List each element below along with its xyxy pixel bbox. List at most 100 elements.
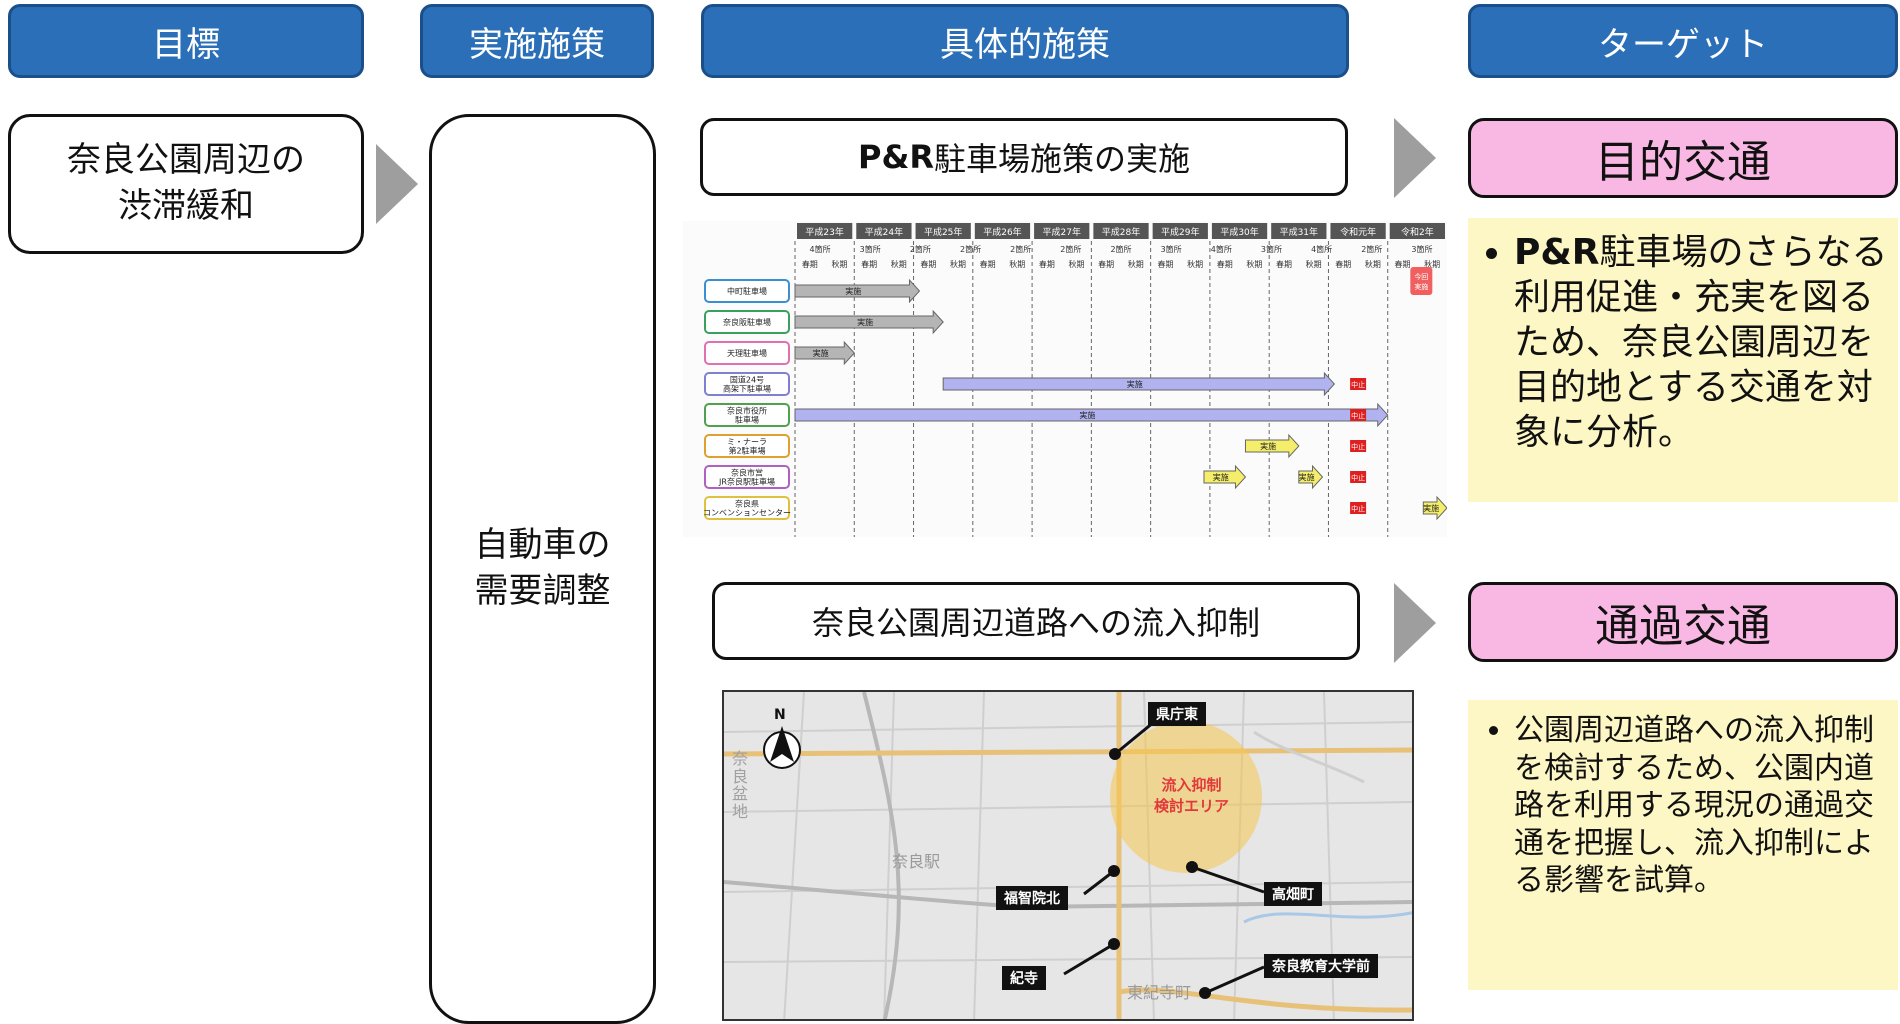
gantt-stop-marker [1350, 502, 1367, 514]
gantt-stop-label: 中止 [1351, 380, 1365, 389]
purpose-note-item: P&R駐車場のさらなる利用促進・充実を図るため、奈良公園周辺を目的地とする交通を… [1514, 230, 1888, 455]
gantt-row-label-box [704, 403, 790, 427]
gantt-impl-label: 実施 [1213, 472, 1229, 482]
gantt-year-label: 平成30年 [1220, 226, 1258, 238]
transit-note-text: 公園周辺道路への流入抑制を検討するため、公園内道路を利用する現況の通過交通を把握… [1514, 713, 1874, 898]
gantt-stop-marker [1350, 378, 1367, 390]
gantt-stop-marker [1350, 409, 1367, 421]
gantt-count-label: 4箇所 [1311, 244, 1332, 254]
gantt-stop-label: 中止 [1351, 473, 1365, 482]
gantt-count-label: 3箇所 [1411, 244, 1432, 254]
gantt-year-label: 平成23年 [805, 226, 843, 238]
gantt-row-label-box [704, 310, 790, 334]
gantt-row-label-box [704, 279, 790, 303]
purpose-note: P&R駐車場のさらなる利用促進・充実を図るため、奈良公園周辺を目的地とする交通を… [1468, 218, 1898, 502]
gantt-season-spring: 春期 [1039, 259, 1055, 269]
gantt-row-label-box [704, 341, 790, 365]
gantt-season-autumn: 秋期 [1009, 259, 1025, 269]
gantt-year-cell [1389, 223, 1445, 239]
target-transit-traffic: 通過交通 [1468, 582, 1898, 662]
gantt-year-label: 令和元年 [1340, 226, 1376, 238]
map-station-label: 奈良駅 [892, 852, 941, 871]
header-measures: 実施施策 [420, 4, 654, 78]
header-target-label: ターゲット [1598, 24, 1768, 65]
measure-line1: 自動車の [474, 525, 611, 566]
point-takabatakecho: 高畑町 [1264, 882, 1322, 906]
point-nara-kyoiku-daigakumae: 奈良教育大学前 [1264, 954, 1378, 978]
gantt-row-label: 高架下駐車場 [723, 384, 771, 394]
gantt-count-label: 3箇所 [1261, 244, 1282, 254]
gantt-season-spring: 春期 [1217, 259, 1233, 269]
gantt-season-spring: 春期 [802, 259, 818, 269]
purpose-note-bold: P&R [1514, 232, 1600, 273]
gantt-season-autumn: 秋期 [1069, 259, 1085, 269]
gantt-row-label-box [704, 465, 790, 489]
gantt-row-label: コンベンションセンター [703, 509, 791, 518]
gantt-stop-marker [1350, 471, 1367, 483]
pr-schedule-svg: 平成23年春期秋期平成24年春期秋期平成25年春期秋期平成26年春期秋期平成27… [703, 223, 1448, 537]
gantt-count-label: 4箇所 [1211, 244, 1232, 254]
north-arrow-icon [763, 726, 801, 769]
target-transit-label: 通過交通 [1595, 601, 1771, 652]
gantt-row-label: 奈良市役所 [727, 406, 767, 416]
gantt-year-cell [1211, 223, 1268, 239]
gantt-review-label: 今回 [1414, 272, 1428, 281]
gantt-count-label: 2箇所 [960, 244, 981, 254]
gantt-implementation-arrow [942, 371, 1336, 397]
gantt-season-autumn: 秋期 [950, 259, 966, 269]
gantt-season-autumn: 秋期 [1246, 259, 1262, 269]
gantt-impl-label: 実施 [857, 317, 873, 327]
gantt-year-cell [1330, 223, 1386, 239]
header-specific-label: 具体的施策 [940, 24, 1110, 65]
gantt-season-autumn: 秋期 [1128, 259, 1144, 269]
gantt-implementation-arrow [1298, 464, 1324, 490]
gantt-row-label: 天理駐車場 [727, 348, 767, 358]
gantt-year-cell [856, 223, 912, 239]
gantt-implementation-arrow [794, 402, 1389, 428]
gantt-row-label: 駐車場 [735, 415, 759, 425]
gantt-count-label: 2箇所 [1110, 244, 1131, 254]
gantt-season-autumn: 秋期 [1187, 259, 1203, 269]
pr-title-rest: 駐車場施策の実施 [933, 140, 1190, 178]
gantt-year-label: 平成25年 [924, 226, 962, 238]
gantt-impl-label: 実施 [1423, 503, 1439, 513]
inflow-arrow [1394, 583, 1436, 663]
gantt-year-label: 平成27年 [1043, 226, 1081, 238]
gantt-impl-label: 実施 [845, 286, 861, 296]
gantt-year-cell [1152, 223, 1208, 239]
measure-box: 自動車の 需要調整 [429, 114, 656, 1024]
gantt-year-label: 平成28年 [1102, 226, 1140, 238]
gantt-year-label: 平成31年 [1280, 226, 1318, 238]
gantt-season-autumn: 秋期 [1424, 259, 1440, 269]
gantt-implementation-arrow [1422, 495, 1448, 521]
goal-box: 奈良公園周辺の 渋滞緩和 [8, 114, 364, 254]
gantt-row-label-box [704, 372, 790, 396]
purpose-note-text: 駐車場のさらなる利用促進・充実を図るため、奈良公園周辺を目的地とする交通を対象に… [1514, 232, 1888, 453]
inflow-title: 奈良公園周辺道路への流入抑制 [811, 604, 1260, 642]
point-kidera: 紀寺 [1002, 966, 1046, 990]
gantt-year-label: 平成29年 [1161, 226, 1199, 238]
pr-schedule-chart: 平成23年春期秋期平成24年春期秋期平成25年春期秋期平成26年春期秋期平成27… [683, 221, 1448, 537]
gantt-impl-label: 実施 [1127, 379, 1143, 389]
gantt-season-spring: 春期 [920, 259, 936, 269]
gantt-row-label-box [704, 496, 790, 520]
gantt-stop-label: 中止 [1351, 504, 1365, 513]
gantt-year-label: 平成24年 [865, 226, 903, 238]
pr-title-bold: P&R [857, 138, 934, 176]
gantt-season-autumn: 秋期 [1365, 259, 1381, 269]
gantt-row-label: 国道24号 [730, 375, 764, 385]
map-area-label: 流入抑制 検討エリア [1154, 776, 1230, 815]
gantt-season-spring: 春期 [1098, 259, 1114, 269]
gantt-season-autumn: 秋期 [1306, 259, 1322, 269]
gantt-season-spring: 春期 [1335, 259, 1351, 269]
gantt-stop-label: 中止 [1351, 442, 1365, 451]
gantt-season-spring: 春期 [861, 259, 877, 269]
gantt-impl-label: 実施 [813, 348, 829, 358]
header-goal-label: 目標 [152, 24, 220, 65]
gantt-count-label: 4箇所 [810, 244, 831, 254]
map-town-label: 東紀寺町 [1127, 983, 1192, 1002]
inflow-policy-box: 奈良公園周辺道路への流入抑制 [712, 582, 1360, 660]
gantt-season-spring: 春期 [1157, 259, 1173, 269]
target-purpose-traffic: 目的交通 [1468, 118, 1898, 198]
